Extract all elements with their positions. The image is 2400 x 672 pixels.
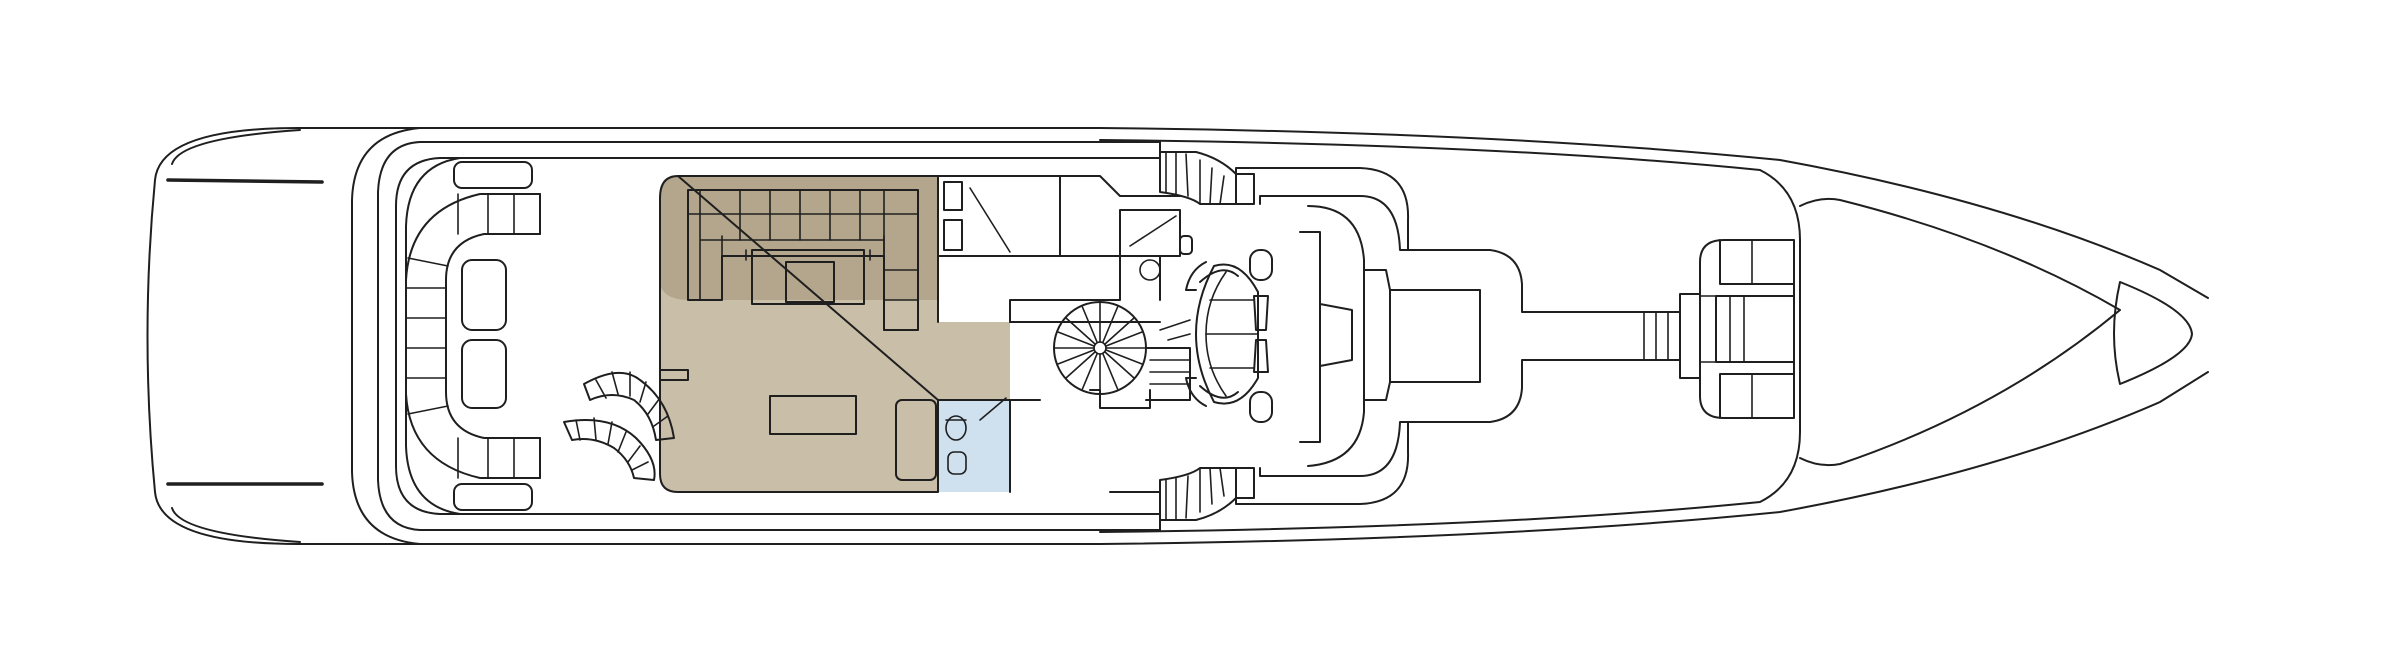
lobby-area xyxy=(937,175,1193,515)
aft-deck xyxy=(377,141,1161,531)
bathroom-highlight xyxy=(938,400,1010,492)
forward-decks xyxy=(1363,239,1795,423)
central-spiral-stair xyxy=(1053,301,1191,401)
highlighted-zones xyxy=(660,176,1010,492)
side-stairs xyxy=(1159,151,1255,521)
hull-outline xyxy=(146,127,2209,545)
main-saloon xyxy=(659,175,1011,493)
saloon-seating-highlight xyxy=(660,176,938,300)
